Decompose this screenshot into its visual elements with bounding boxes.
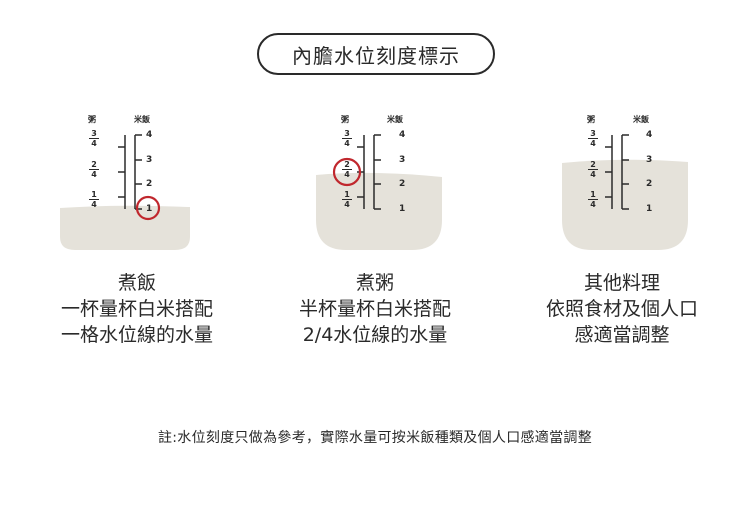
cup-1-label: 1 (146, 204, 153, 214)
cup-2-label: 2 (146, 179, 153, 189)
caption-heading: 煮飯 (117, 272, 156, 294)
pot-illustration (562, 134, 688, 250)
caption-heading: 煮粥 (355, 272, 394, 294)
water-fill (60, 205, 190, 250)
congee-header: 粥 (341, 115, 349, 124)
cup-3-label: 3 (146, 155, 153, 165)
caption-line: 一格水位線的水量 (60, 324, 213, 346)
rice-header: 米飯 (387, 115, 403, 124)
footnote: 註:水位刻度只做為參考，實際水量可按米飯種類及個人口感適當調整 (157, 430, 592, 446)
title-badge: 內膽水位刻度標示 (257, 33, 495, 75)
water-fill (562, 159, 688, 250)
congee-header: 粥 (88, 115, 96, 124)
cup-2-label: 2 (399, 179, 406, 189)
caption-line: 依照食材及個人口 (545, 298, 698, 320)
cup-1-label: 1 (399, 204, 406, 214)
pot-illustration (60, 134, 190, 250)
cup-4-label: 4 (146, 130, 153, 140)
caption-line: 一杯量杯白米搭配 (60, 298, 213, 320)
highlight-circle (332, 157, 362, 187)
cup-4-label: 4 (646, 130, 653, 140)
caption-heading: 其他料理 (583, 272, 660, 294)
rice-header: 米飯 (134, 115, 150, 124)
water-fill (316, 172, 442, 250)
cup-1-label: 1 (646, 204, 653, 214)
highlight-circle (135, 195, 161, 221)
caption-line: 感適當調整 (574, 324, 670, 346)
rice-header: 米飯 (633, 115, 649, 124)
pot-illustration (316, 134, 442, 250)
caption-other: 其他料理 依照食材及個人口 感適當調整 (497, 270, 747, 348)
caption-rice: 煮飯 一杯量杯白米搭配 一格水位線的水量 (12, 270, 262, 348)
caption-congee: 煮粥 半杯量杯白米搭配 2/4水位線的水量 (250, 270, 500, 348)
caption-line: 半杯量杯白米搭配 (298, 298, 451, 320)
cup-3-label: 3 (646, 155, 653, 165)
page-title: 內膽水位刻度標示 (292, 43, 460, 68)
cup-3-label: 3 (399, 155, 406, 165)
cup-4-label: 4 (399, 130, 406, 140)
congee-header: 粥 (587, 115, 595, 124)
cup-2-label: 2 (646, 179, 653, 189)
caption-line: 2/4水位線的水量 (302, 324, 448, 346)
